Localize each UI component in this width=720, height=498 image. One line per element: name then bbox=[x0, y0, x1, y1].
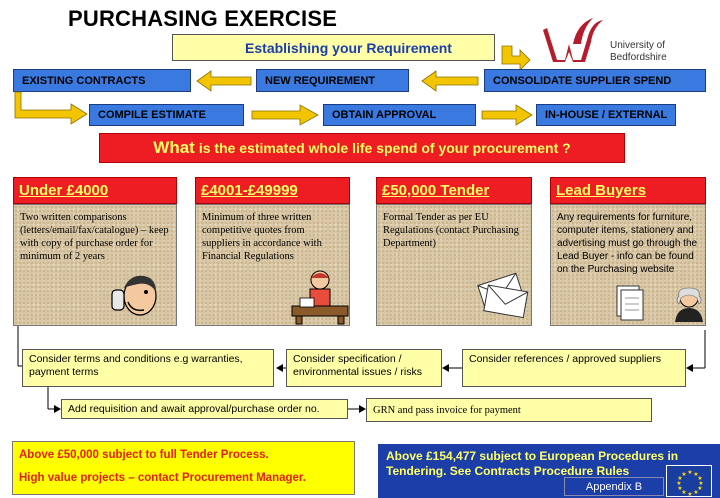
svg-text:★: ★ bbox=[676, 480, 681, 487]
column-head-50000-tender: £50,000 Tender bbox=[376, 177, 532, 204]
column-head-lead-buyers: Lead Buyers bbox=[550, 177, 706, 204]
european-procedures-box: Above £154,477 subject to European Proce… bbox=[378, 444, 720, 498]
new-requirement-box: NEW REQUIREMENT bbox=[256, 69, 409, 92]
appendix-label: Appendix B bbox=[564, 477, 664, 496]
eu-stars-icon: ★★★ ★★★ ★★★ ★★★ bbox=[676, 469, 703, 498]
existing-contracts-box: EXISTING CONTRACTS bbox=[13, 69, 191, 92]
add-requisition-box: Add requisition and await approval/purch… bbox=[61, 399, 348, 419]
university-logo-text: University of Bedfordshire bbox=[610, 40, 667, 63]
requirement-box: Establishing your Requirement bbox=[172, 34, 495, 61]
compile-estimate-box: COMPILE ESTIMATE bbox=[89, 104, 244, 126]
svg-text:★: ★ bbox=[687, 491, 692, 498]
page-title: PURCHASING EXERCISE bbox=[68, 6, 338, 31]
requirement-label: Establishing your Requirement bbox=[245, 39, 452, 56]
arrow-approval-to-inhouse bbox=[481, 104, 533, 126]
envelopes-icon bbox=[477, 272, 529, 319]
eu-flag-icon: ★★★ ★★★ ★★★ ★★★ bbox=[666, 465, 712, 498]
svg-text:★: ★ bbox=[687, 469, 692, 476]
svg-text:★: ★ bbox=[681, 471, 686, 478]
question-banner: What is the estimated whole life spend o… bbox=[99, 133, 625, 163]
arrow-requirement-to-consolidate bbox=[501, 45, 531, 71]
in-house-external-box: IN-HOUSE / EXTERNAL bbox=[536, 104, 676, 126]
university-logo-icon bbox=[543, 18, 603, 62]
arrow-into-compile bbox=[14, 91, 88, 125]
column-head-4001-49999: £4001-£49999 bbox=[195, 177, 350, 204]
column-body-50000-tender: Formal Tender as per EU Regulations (con… bbox=[376, 204, 532, 326]
consider-specification-box: Consider specification / environmental i… bbox=[286, 349, 442, 387]
tender-note-line-1: Above £50,000 subject to full Tender Pro… bbox=[19, 449, 269, 461]
svg-text:★: ★ bbox=[677, 485, 682, 492]
svg-text:★: ★ bbox=[698, 480, 703, 487]
tender-note-line-2: High value projects – contact Procuremen… bbox=[19, 472, 306, 484]
grn-invoice-box: GRN and pass invoice for payment bbox=[366, 398, 652, 422]
column-body-lead-buyers: Any requirements for furniture, computer… bbox=[550, 204, 706, 326]
consider-references-box: Consider references / approved suppliers bbox=[462, 349, 686, 387]
documents-stack-icon bbox=[616, 285, 644, 321]
consolidate-supplier-box: CONSOLIDATE SUPPLIER SPEND bbox=[484, 69, 706, 92]
arrow-new-to-existing bbox=[196, 70, 252, 92]
svg-text:★: ★ bbox=[681, 489, 686, 496]
consider-terms-box: Consider terms and conditions e.g warran… bbox=[22, 349, 274, 387]
tender-note-box: Above £50,000 subject to full Tender Pro… bbox=[12, 441, 355, 495]
svg-text:★: ★ bbox=[697, 475, 702, 482]
arrow-compile-to-approval bbox=[251, 104, 319, 126]
column-body-4001-49999: Minimum of three written competitive quo… bbox=[195, 204, 350, 326]
svg-text:★: ★ bbox=[693, 489, 698, 496]
svg-text:★: ★ bbox=[693, 471, 698, 478]
person-on-phone-icon bbox=[111, 275, 157, 316]
column-head-under-4000: Under £4000 bbox=[13, 177, 177, 204]
person-at-desk-icon bbox=[291, 270, 349, 325]
svg-text:★: ★ bbox=[697, 485, 702, 492]
arrow-consolidate-to-new bbox=[421, 70, 479, 92]
question-text: is the estimated whole life spend of you… bbox=[198, 140, 571, 156]
portrait-icon bbox=[675, 287, 703, 322]
question-lead: What bbox=[153, 138, 195, 157]
obtain-approval-box: OBTAIN APPROVAL bbox=[323, 104, 476, 126]
svg-text:★: ★ bbox=[677, 475, 682, 482]
